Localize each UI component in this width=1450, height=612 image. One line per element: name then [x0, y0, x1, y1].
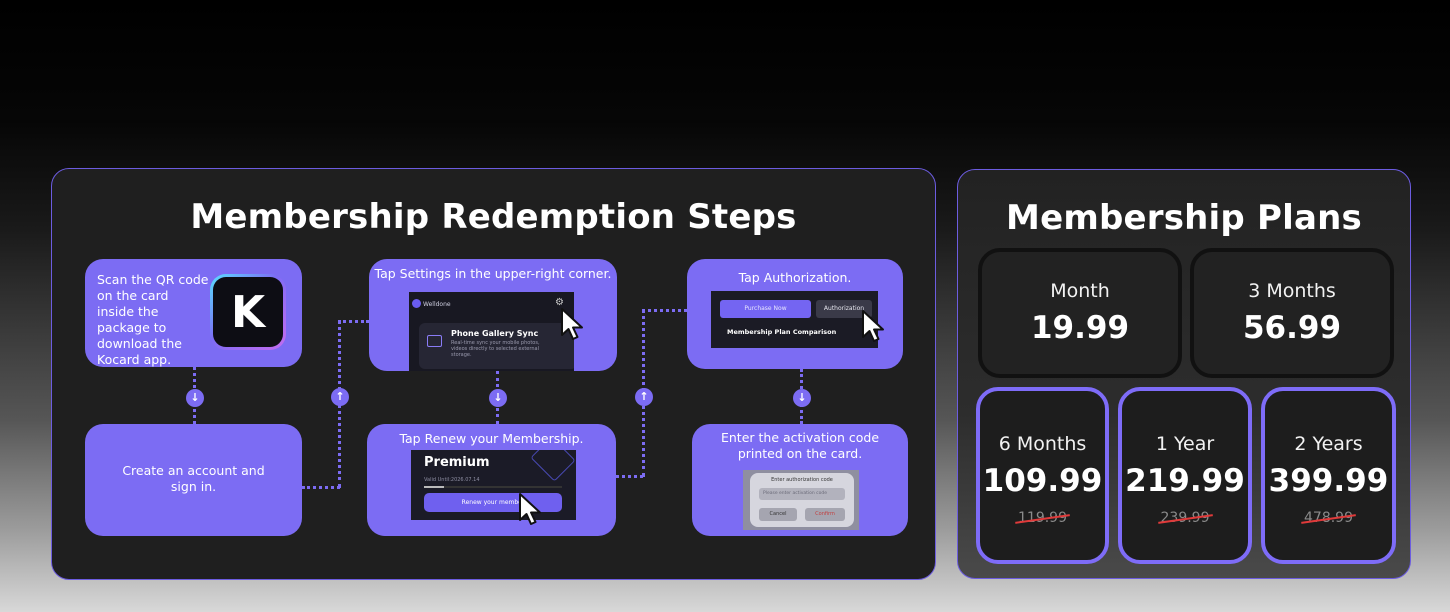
plan-card-6-months[interactable]: 6 Months 109.99 119.99 — [976, 387, 1109, 564]
gear-icon[interactable]: ⚙ — [555, 297, 564, 308]
kocard-logo-icon: K — [210, 274, 286, 350]
connector-renew-auth — [642, 309, 687, 312]
arrow-up-icon: ↑ — [635, 388, 653, 406]
plan-original-price: 119.99 — [980, 510, 1105, 526]
settings-screenshot: Welldone ⚙ Phone Gallery Sync Real-time … — [409, 292, 574, 371]
plan-name: 1 Year — [1155, 433, 1215, 455]
step-enter-caption: Enter the activation code printed on the… — [720, 430, 880, 461]
cursor-pointer-icon — [561, 308, 583, 340]
plan-name: 2 Years — [1294, 433, 1363, 455]
tab-purchase-now[interactable]: Purchase Now — [720, 300, 811, 318]
kocard-logo-letter: K — [213, 277, 283, 347]
step-scan-text: Scan the QR code on the card inside the … — [97, 272, 209, 367]
step-renew-caption: Tap Renew your Membership. — [399, 431, 584, 446]
plan-card-1-year[interactable]: 1 Year 219.99 239.99 — [1118, 387, 1252, 564]
plan-comparison-heading: Membership Plan Comparison — [727, 328, 837, 336]
arrow-up-icon: ↑ — [331, 388, 349, 406]
plan-name: 3 Months — [1248, 280, 1336, 302]
original-price-text: 119.99 — [1018, 510, 1067, 526]
gallery-sync-row[interactable]: Phone Gallery Sync Real-time sync your m… — [419, 323, 574, 369]
confirm-button[interactable]: Confirm — [805, 508, 845, 521]
step-auth-card: Tap Authorization. Purchase Now Authoriz… — [687, 259, 903, 369]
plan-card-month[interactable]: Month 19.99 — [978, 248, 1182, 378]
original-price-text: 239.99 — [1160, 510, 1210, 526]
plan-price: 109.99 — [982, 463, 1103, 499]
sync-title: Phone Gallery Sync — [451, 329, 539, 338]
plan-name: 6 Months — [998, 433, 1087, 455]
step-settings-caption: Tap Settings in the upper-right corner. — [374, 266, 612, 281]
auth-code-dialog: Enter authorization code Please enter ac… — [750, 473, 854, 527]
step-settings-card: Tap Settings in the upper-right corner. … — [369, 259, 617, 371]
gallery-icon — [427, 335, 442, 347]
step-renew-card: Tap Renew your Membership. Premium Valid… — [367, 424, 616, 536]
plan-original-price: 239.99 — [1122, 510, 1248, 526]
step-account-text: Create an account and sign in. — [122, 463, 265, 494]
step-enter-card: Enter the activation code printed on the… — [692, 424, 908, 536]
enter-code-screenshot: Enter authorization code Please enter ac… — [743, 470, 859, 530]
arrow-down-icon: ↓ — [489, 389, 507, 407]
step-scan-card: Scan the QR code on the card inside the … — [85, 259, 302, 367]
membership-plans-panel: Membership Plans Month 19.99 3 Months 56… — [957, 169, 1411, 579]
plan-price: 19.99 — [1030, 310, 1130, 346]
cursor-pointer-icon — [862, 310, 884, 342]
plan-card-3-months[interactable]: 3 Months 56.99 — [1190, 248, 1394, 378]
connector-renew-h — [616, 475, 643, 478]
brand-avatar — [412, 299, 421, 308]
dialog-title: Enter authorization code — [771, 477, 833, 483]
tab-authorization[interactable]: Authorization — [816, 300, 872, 318]
step-auth-caption: Tap Authorization. — [738, 270, 852, 285]
connector-account-settings — [338, 320, 369, 323]
activation-code-input[interactable]: Please enter activation code — [759, 488, 845, 500]
step-account-card: Create an account and sign in. — [85, 424, 302, 536]
cancel-button[interactable]: Cancel — [759, 508, 797, 521]
plan-original-price: 478.99 — [1265, 510, 1392, 526]
plan-price: 56.99 — [1242, 310, 1342, 346]
plan-name: Month — [1050, 280, 1110, 302]
premium-badge-icon — [530, 450, 576, 482]
premium-label: Premium — [424, 455, 490, 470]
plan-price: 219.99 — [1125, 463, 1245, 499]
redemption-steps-panel: Membership Redemption Steps ↓ ↑ ↓ ↑ ↓ Sc… — [51, 168, 936, 580]
validity-bar — [424, 486, 562, 488]
original-price-text: 478.99 — [1304, 510, 1353, 526]
connector-account-h — [302, 486, 340, 489]
cursor-pointer-icon — [519, 493, 541, 525]
authorization-screenshot: Purchase Now Authorization Membership Pl… — [711, 291, 878, 348]
plans-title: Membership Plans — [1006, 198, 1362, 238]
valid-until: Valid Until:2026.07.14 — [424, 477, 480, 483]
steps-title: Membership Redemption Steps — [190, 197, 797, 237]
plan-price: 399.99 — [1268, 463, 1389, 499]
brand-name: Welldone — [423, 301, 451, 308]
validity-bar-fill — [424, 486, 444, 488]
sync-description: Real-time sync your mobile photos, video… — [451, 340, 540, 358]
arrow-down-icon: ↓ — [186, 389, 204, 407]
plan-card-2-years[interactable]: 2 Years 399.99 478.99 — [1261, 387, 1396, 564]
arrow-down-icon: ↓ — [793, 389, 811, 407]
renew-screenshot: Premium Valid Until:2026.07.14 Renew you… — [411, 450, 576, 520]
